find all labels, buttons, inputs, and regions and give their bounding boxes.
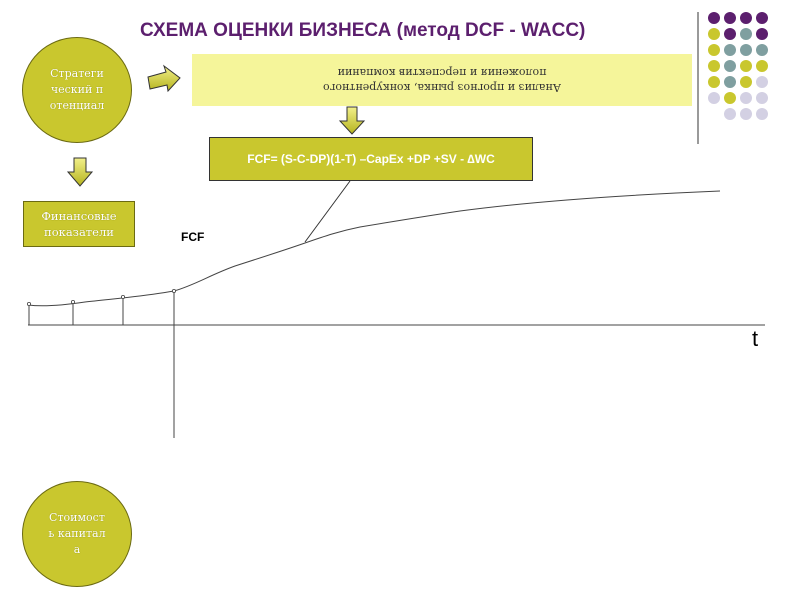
decorative-dot <box>708 28 720 40</box>
decorative-dot <box>740 108 752 120</box>
decorative-dot <box>724 108 736 120</box>
decorative-dot-grid <box>708 12 798 130</box>
data-point-marker <box>26 301 31 306</box>
x-axis-label: t <box>752 326 759 351</box>
decorative-dot <box>740 92 752 104</box>
decorative-dot <box>708 60 720 72</box>
decorative-dot <box>740 28 752 40</box>
financial-indicators-box: Финансовые показатели <box>23 201 135 247</box>
decorative-dot <box>724 76 736 88</box>
market-analysis-banner: Анализ и прогноз рынка, конкурентного по… <box>192 54 692 106</box>
decorative-dot <box>708 12 720 24</box>
arrow-right-icon <box>147 64 181 93</box>
strategic-potential-oval: Стратегический потенциал <box>22 37 132 143</box>
arrow-down-icon <box>338 106 366 135</box>
financial-indicators-label: Финансовые показатели <box>41 209 117 239</box>
arrow-down-icon <box>66 157 94 187</box>
decorative-dot <box>708 76 720 88</box>
capital-value-oval: Стоимость капитала <box>22 481 132 587</box>
fcf-formula-text: FCF= (S-C-DP)(1-T) –CapEx +DP +SV - ∆WC <box>247 152 495 166</box>
capital-value-label: Стоимость капитала <box>48 511 106 556</box>
decorative-dot <box>724 28 736 40</box>
data-point-marker <box>171 288 176 293</box>
fcf-formula-box: FCF= (S-C-DP)(1-T) –CapEx +DP +SV - ∆WC <box>209 137 533 181</box>
decorative-dot <box>708 44 720 56</box>
decorative-dot <box>756 44 768 56</box>
decorative-dot <box>724 92 736 104</box>
decorative-dot <box>756 60 768 72</box>
strategic-potential-label: Стратегический потенциал <box>49 67 105 112</box>
decorative-dot <box>740 60 752 72</box>
fcf-curve <box>27 190 721 307</box>
decorative-divider <box>697 12 699 144</box>
decorative-dot <box>740 44 752 56</box>
decorative-dot <box>756 12 768 24</box>
page-title: СХЕМА ОЦЕНКИ БИЗНЕСА (метод DCF - WACC) <box>140 20 586 41</box>
decorative-dot <box>740 76 752 88</box>
data-point-marker <box>121 294 126 299</box>
decorative-dot <box>756 28 768 40</box>
decorative-dot <box>756 108 768 120</box>
decorative-dot <box>740 12 752 24</box>
y-axis-label: FCF <box>181 230 205 244</box>
data-point-marker <box>71 299 76 304</box>
decorative-dot <box>724 12 736 24</box>
decorative-dot <box>724 60 736 72</box>
decorative-dot <box>724 44 736 56</box>
decorative-dot <box>708 92 720 104</box>
market-analysis-text: Анализ и прогноз рынка, конкурентного по… <box>322 66 562 94</box>
decorative-dot <box>756 92 768 104</box>
decorative-dot <box>756 76 768 88</box>
formula-connector-line <box>304 180 351 243</box>
